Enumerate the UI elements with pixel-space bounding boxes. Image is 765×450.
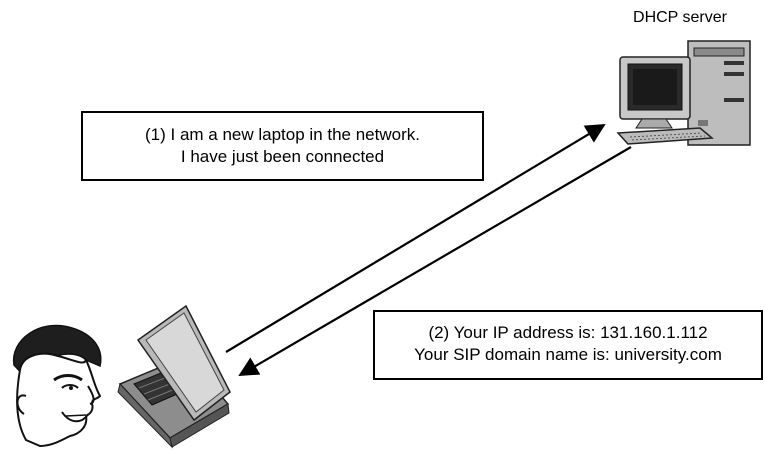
server-computer-icon	[616, 40, 751, 146]
user-face-icon	[13, 324, 102, 448]
laptop-icon	[117, 304, 231, 449]
response-message-line-1: (2) Your IP address is: 131.160.1.112	[428, 323, 708, 342]
server-label: DHCP server	[633, 9, 727, 26]
request-message-line-2: I have just been connected	[180, 147, 385, 166]
request-arrow	[225, 123, 606, 353]
response-message-box: (2) Your IP address is: 131.160.1.112 Yo…	[373, 310, 763, 380]
request-message-box: (1) I am a new laptop in the network. I …	[81, 111, 484, 181]
request-message-line-1: (1) I am a new laptop in the network.	[145, 125, 420, 144]
response-message-line-2: Your SIP domain name is: university.com	[414, 345, 722, 364]
response-arrow	[238, 146, 632, 376]
